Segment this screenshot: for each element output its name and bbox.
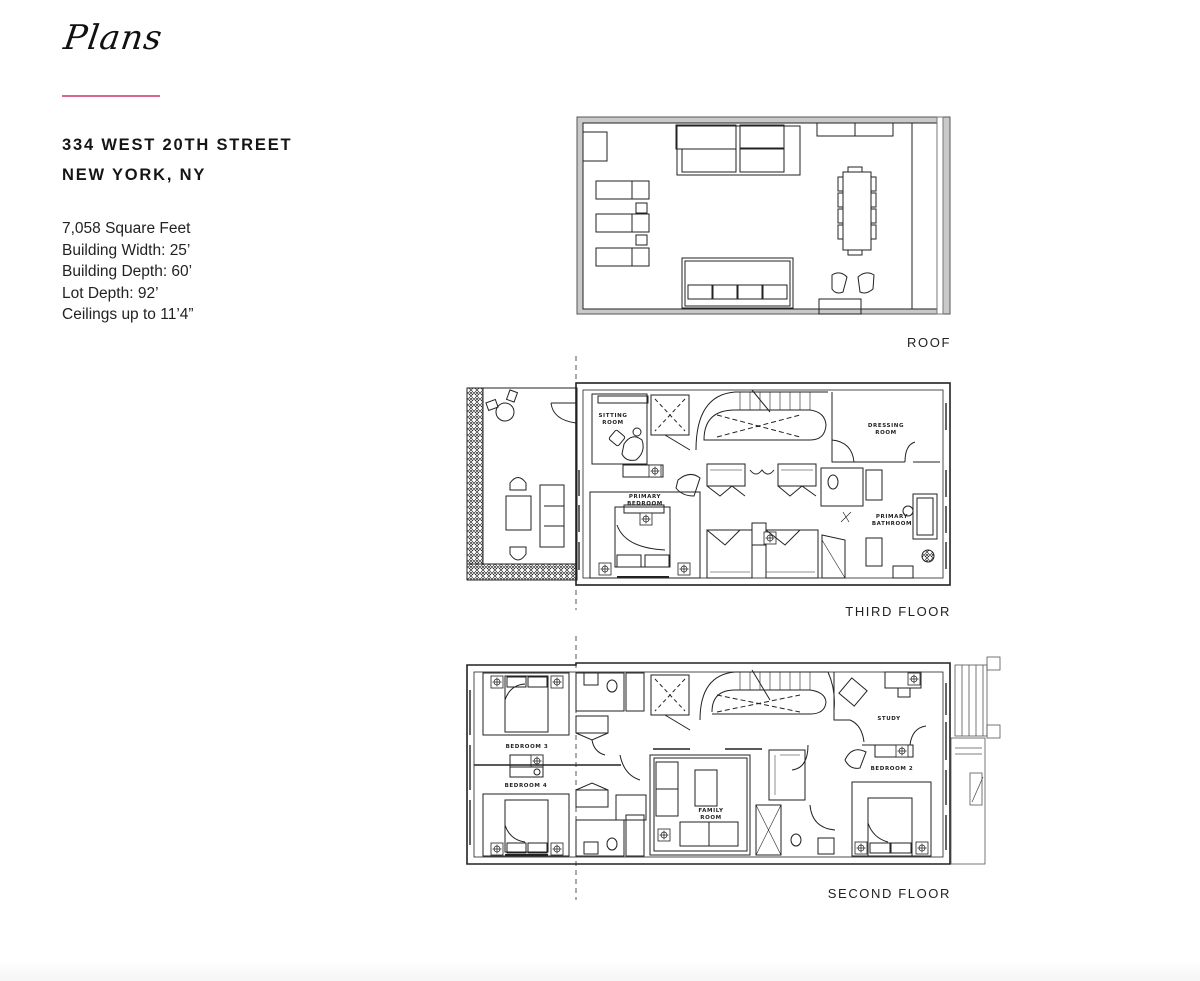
second-floor-plan	[466, 656, 1001, 865]
room-label-primary-bathroom-2: BATHROOM	[872, 521, 912, 527]
room-label-study: STUDY	[877, 716, 901, 722]
room-label-bedroom-4: BEDROOM 4	[505, 783, 548, 789]
room-label-dressing-room-2: ROOM	[875, 430, 896, 436]
fact-lot-depth: Lot Depth: 92’	[62, 284, 159, 302]
room-label-primary-bathroom-1: PRIMARY	[876, 514, 909, 520]
fact-square-feet: 7,058 Square Feet	[62, 220, 191, 237]
address-line-1: 334 WEST 20TH STREET	[62, 136, 293, 154]
accent-divider	[62, 95, 160, 97]
room-label-sitting-room-2: ROOM	[602, 420, 623, 426]
third-floor-room-labels: SITTING ROOM DRESSING ROOM PRIMARY BEDRO…	[598, 413, 912, 527]
room-label-dressing-room-1: DRESSING	[868, 423, 904, 429]
fact-building-width: Building Width: 25’	[62, 241, 191, 259]
floor-label-second-floor: SECOND FLOOR	[827, 886, 951, 901]
floor-label-roof: ROOF	[907, 335, 951, 350]
room-label-primary-bedroom-1: PRIMARY	[629, 494, 662, 500]
property-facts: 7,058 Square Feet Building Width: 25’ Bu…	[62, 218, 194, 326]
room-label-bedroom-3: BEDROOM 3	[506, 744, 549, 750]
room-label-family-room-2: ROOM	[700, 815, 721, 821]
second-floor-room-labels: BEDROOM 3 BEDROOM 4 FAMILY ROOM STUDY BE…	[505, 716, 914, 821]
roof-plan	[576, 116, 951, 315]
third-floor-plan	[466, 382, 951, 586]
fact-building-depth: Building Depth: 60’	[62, 263, 193, 280]
room-label-sitting-room-1: SITTING	[598, 413, 627, 419]
room-label-family-room-1: FAMILY	[698, 808, 724, 814]
floor-label-third-floor: THIRD FLOOR	[845, 604, 951, 619]
room-label-bedroom-2: BEDROOM 2	[871, 766, 914, 772]
room-label-primary-bedroom-2: BEDROOM	[627, 501, 663, 507]
address-line-2: NEW YORK, NY	[62, 166, 207, 184]
page-bottom-edge	[0, 960, 1200, 981]
fact-ceilings: Ceilings up to 11’4”	[62, 306, 194, 323]
